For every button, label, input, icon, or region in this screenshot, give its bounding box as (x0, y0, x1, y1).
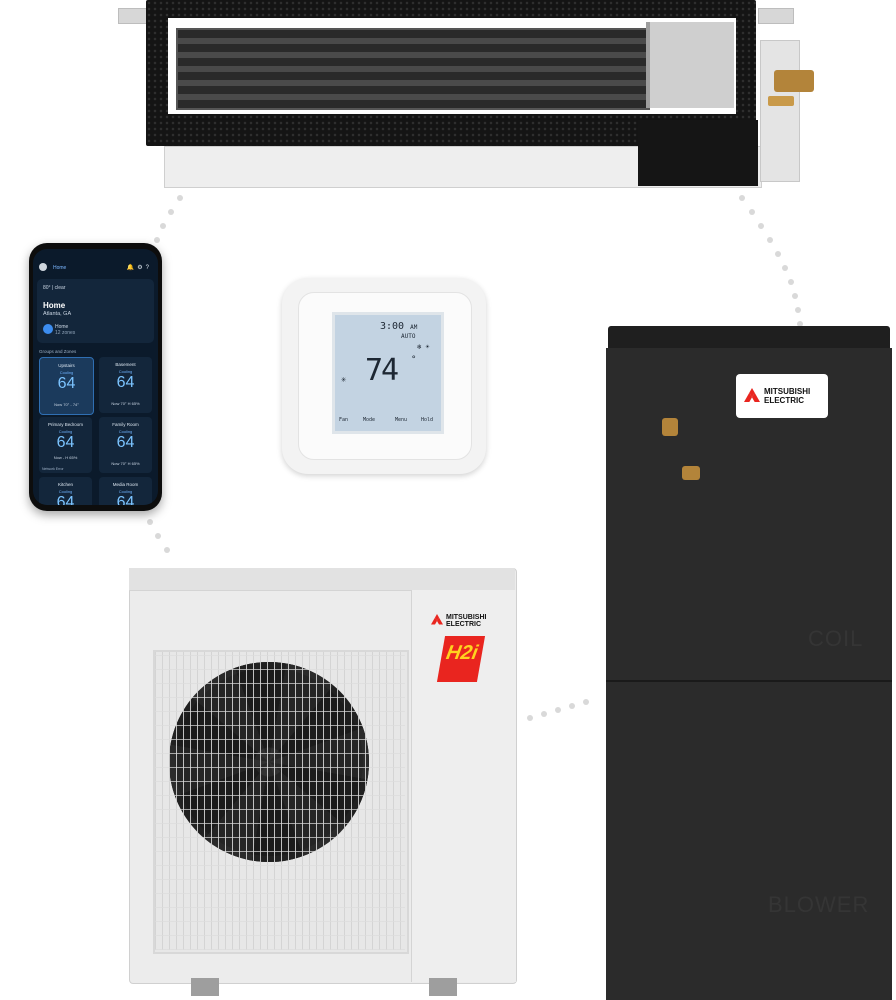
three-diamonds-icon (744, 388, 760, 402)
outdoor-top-panel (129, 568, 515, 591)
panel-seam (606, 680, 892, 682)
refrigerant-valve (774, 70, 814, 92)
groups-heading: Groups and Zones (39, 349, 77, 354)
brand-line1: MITSUBISHI (764, 387, 811, 396)
fan-guard-rings (155, 652, 405, 950)
side-panel (760, 40, 800, 182)
zone-name: Upstairs (58, 363, 75, 368)
outdoor-heat-pump: MITSUBISHI ELECTRIC H2i (129, 568, 517, 998)
zone-status: Network Error (42, 467, 64, 471)
zone-now: Now - H 65% (53, 455, 78, 460)
brand-line1: MITSUBISHI (446, 614, 487, 621)
blower-emboss: BLOWER (768, 892, 870, 917)
coil-fin (178, 94, 648, 100)
lcd-mode: AUTO (401, 333, 416, 340)
gear-icon[interactable]: ⚙ (137, 265, 146, 271)
coil-fin (178, 38, 648, 44)
ducted-indoor-unit (118, 0, 818, 190)
brand-line2: ELECTRIC (446, 621, 481, 628)
lcd-period: AM (410, 324, 418, 331)
refrigerant-fitting (768, 96, 794, 106)
cabinet-top (608, 326, 890, 352)
brand-line2: ELECTRIC (764, 396, 804, 405)
lcd-degree: ° (411, 355, 417, 365)
blower-housing (646, 22, 734, 108)
help-icon[interactable]: ? (145, 265, 152, 271)
home-selector[interactable]: Home (53, 265, 67, 271)
zone-name: Media Room (112, 482, 139, 487)
zone-tile-basement[interactable]: Basement Cooling 64 Now 70° H 65% (99, 357, 152, 413)
zone-temp: 64 (56, 494, 75, 505)
lcd-time: 3:00 AM (380, 321, 418, 332)
smartphone: Home 🔔⚙? 80° | clear Home Atlanta, GA Ho… (29, 243, 162, 511)
kumo-app-screen: Home 🔔⚙? 80° | clear Home Atlanta, GA Ho… (33, 249, 158, 505)
zone-temp: 64 (116, 374, 135, 391)
home-chip-name: Home (55, 324, 69, 330)
refrigerant-port (662, 418, 678, 436)
lcd-button-fan[interactable]: Fan (339, 417, 349, 423)
thermostat-lcd[interactable]: 3:00 AM AUTO ❄ ☀ ✳ 74 ° Fan Mode Menu Ho… (332, 312, 444, 434)
coil-emboss: COIL (808, 626, 864, 651)
coil-fin (178, 52, 648, 58)
zone-tile-kitchen[interactable]: Kitchen Cooling 64 (39, 477, 92, 505)
zone-now: Now 70° H 65% (111, 461, 140, 466)
coil-fin (178, 66, 648, 72)
coil-fin (178, 80, 648, 86)
zone-now: Now 70° H 65% (111, 401, 140, 406)
zone-temp: 64 (116, 494, 135, 505)
lcd-button-mode[interactable]: Mode (363, 417, 376, 423)
lcd-fan-icon: ✳ (341, 375, 347, 385)
zone-name: Basement (115, 362, 136, 367)
zone-tile-upstairs[interactable]: Upstairs Cooling 64 Now 70° - 74° (39, 357, 94, 415)
wall-thermostat: 3:00 AM AUTO ❄ ☀ ✳ 74 ° Fan Mode Menu Ho… (282, 278, 486, 474)
brand-label: MITSUBISHI ELECTRIC (736, 374, 828, 418)
zone-mode: Cooling (59, 370, 74, 375)
avatar[interactable] (39, 263, 47, 271)
zone-mode: Cooling (58, 429, 73, 434)
zone-temp: 64 (57, 375, 76, 392)
zone-now: Now 70° - 74° (54, 402, 79, 407)
cabinet-body (606, 348, 892, 1000)
hyper-heat-logo: H2i (436, 636, 486, 682)
zone-tile-primary-bedroom[interactable]: Primary Bedroom Cooling 64 Now - H 65% N… (39, 417, 92, 473)
bell-icon[interactable]: 🔔 (126, 265, 138, 271)
lcd-indicators: ❄ ☀ (417, 343, 430, 351)
lcd-button-hold[interactable]: Hold (421, 417, 434, 423)
home-chip[interactable]: Home 12 zones (43, 323, 76, 337)
app-top-bar: Home 🔔⚙? (39, 263, 152, 273)
coil-grille (176, 28, 650, 110)
zone-name: Primary Bedroom (47, 422, 83, 427)
mounting-bracket-right (758, 8, 794, 24)
home-chip-zones: 12 zones (55, 330, 76, 336)
three-diamonds-icon (431, 614, 443, 625)
mounting-foot-right (429, 978, 457, 996)
lcd-button-menu[interactable]: Menu (395, 417, 408, 423)
zone-mode: Cooling (58, 489, 73, 494)
zone-tile-family-room[interactable]: Family Room Cooling 64 Now 70° H 65% (99, 417, 152, 473)
zone-tile-media-room[interactable]: Media Room Cooling 64 (99, 477, 152, 505)
zone-name: Family Room (112, 422, 139, 427)
home-card[interactable]: 80° | clear Home Atlanta, GA Home 12 zon… (37, 279, 154, 343)
electrical-box (638, 120, 758, 186)
zone-name: Kitchen (57, 482, 73, 487)
air-handler-unit: MITSUBISHI ELECTRIC COIL BLOWER (598, 326, 896, 1000)
zone-mode: Cooling (118, 489, 133, 494)
zone-temp: 64 (56, 434, 75, 451)
hyper-heat-text: H2i (444, 642, 480, 664)
home-title: Home (43, 301, 66, 310)
home-icon (43, 324, 53, 334)
zone-temp: 64 (116, 434, 135, 451)
mounting-foot-left (191, 978, 219, 996)
weather-readout: 80° | clear (43, 285, 66, 291)
zone-mode: Cooling (118, 429, 133, 434)
home-location: Atlanta, GA (43, 311, 72, 317)
refrigerant-port (682, 466, 700, 480)
app-header-icons[interactable]: 🔔⚙? (127, 264, 152, 271)
lcd-temperature: 74 (365, 353, 399, 388)
zone-mode: Cooling (118, 369, 133, 374)
